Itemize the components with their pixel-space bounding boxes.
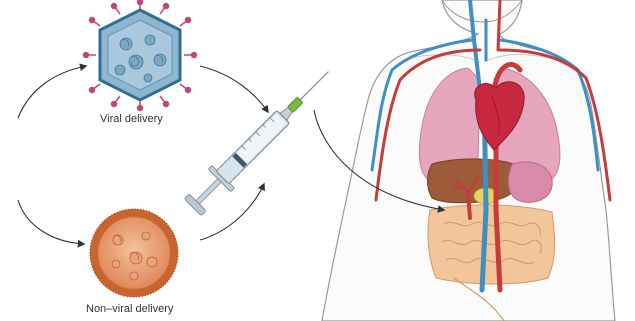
human-torso bbox=[322, 0, 615, 321]
arrow-viral-to-syringe bbox=[200, 66, 268, 112]
non-viral-nanoparticle-icon bbox=[90, 209, 178, 297]
stomach bbox=[508, 162, 552, 202]
viral-vector-icon bbox=[84, 0, 197, 111]
syringe-icon bbox=[181, 60, 339, 218]
non-viral-delivery-label: Non–viral delivery bbox=[86, 303, 173, 315]
arrow-to-viral bbox=[18, 66, 86, 118]
viral-delivery-label: Viral delivery bbox=[100, 113, 163, 125]
arrow-to-nonviral bbox=[18, 200, 84, 244]
